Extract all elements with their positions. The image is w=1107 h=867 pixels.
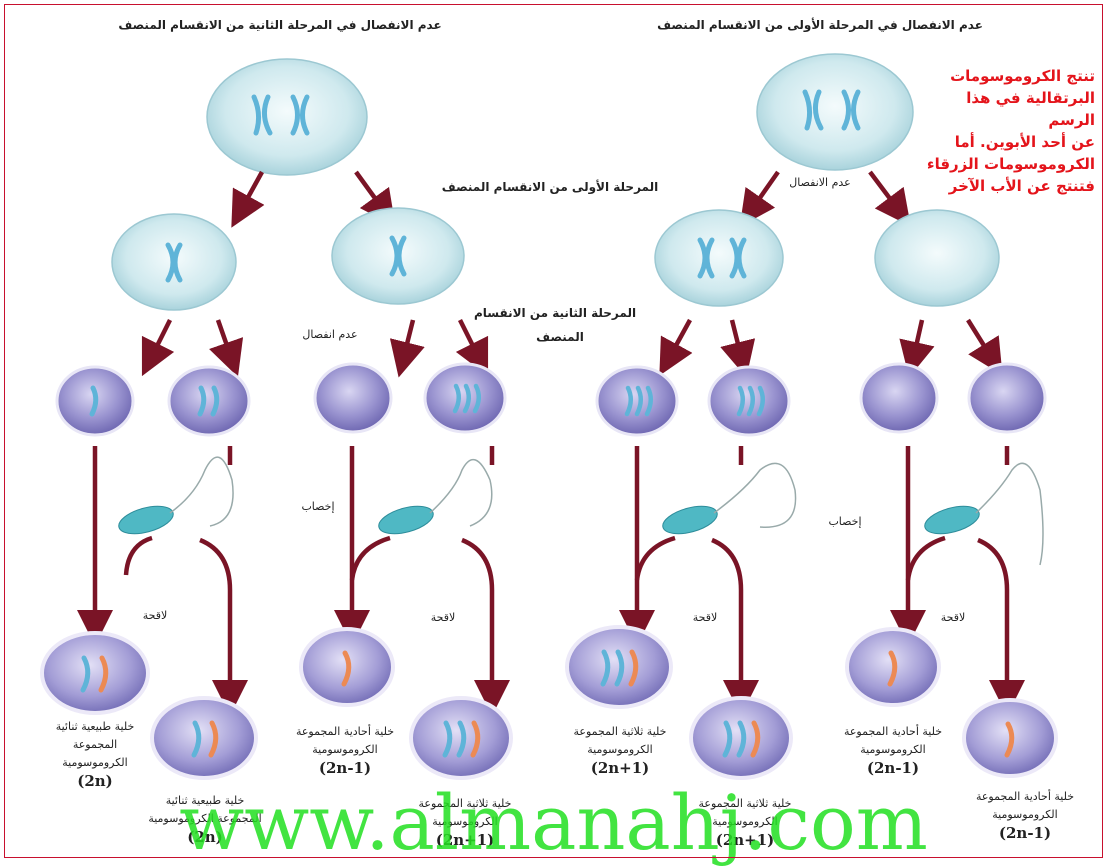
parent-cell-left — [206, 58, 368, 176]
nondisjunction-label: عدم الانفصال — [789, 176, 851, 189]
sperm-icon — [378, 458, 493, 535]
note-line: البرتقالية في هذا الرسم — [966, 89, 1095, 129]
cell-caption: خلية طبيعية ثنائية المجموعة الكروموسومية… — [30, 718, 160, 790]
chromosome-formula: (2n+1) — [590, 759, 650, 777]
fertilization-lines — [77, 446, 1025, 716]
fertilization-label: إخصاب — [828, 515, 862, 528]
chromosome-formula: (2n+1) — [435, 831, 495, 849]
fertilization-label: إخصاب — [301, 500, 335, 513]
parent-cell-right — [756, 53, 914, 171]
sperm-icon — [662, 462, 797, 535]
note-line: عن أحد الأبوين. أما — [954, 133, 1095, 151]
chromosome-blue-icon — [251, 94, 273, 136]
caption-line: الكروموسومية — [712, 815, 778, 828]
cell-caption: خلية أحادية المجموعة الكروموسومية (2n-1) — [818, 723, 968, 777]
cell-caption: خلية طبيعية ثنائية المجموعة الكروموسومية… — [135, 792, 275, 846]
header-right: عدم الانفصال في المرحلة الأولى من الانقس… — [657, 18, 983, 32]
secondary-cell — [111, 213, 237, 311]
caption-line: خلية أحادية المجموعة — [975, 790, 1075, 803]
zygote-label: لاقحة — [940, 611, 966, 624]
cell-caption: خلية أحادية المجموعة الكروموسومية (2n-1) — [270, 723, 420, 777]
stage-label-meiosis1: المرحلة الأولى من الانقسام المنصف — [441, 180, 659, 194]
caption-line: الكروموسومية — [432, 815, 498, 828]
caption-line: الكروموسومية — [992, 808, 1058, 821]
caption-line: خلية ثلاثية المجموعة — [573, 725, 667, 738]
stage-label-meiosis2-cont: المنصف — [536, 330, 584, 344]
caption-line: خلية أحادية المجموعة — [843, 725, 943, 738]
secondary-cell-empty — [874, 209, 1000, 307]
caption-line: المجموعة — [72, 738, 118, 751]
note-line: الكروموسومات الزرقاء — [926, 155, 1095, 173]
cell-caption: خلية أحادية المجموعة الكروموسومية (2n-1) — [950, 788, 1100, 842]
caption-line: خلية طبيعية ثنائية — [165, 794, 245, 807]
caption-line: خلية ثلاثية المجموعة — [418, 797, 512, 810]
cell-caption: خلية ثلاثية المجموعة الكروموسومية (2n+1) — [395, 795, 535, 849]
chromosome-formula: (2n+1) — [715, 831, 775, 849]
cell-caption: خلية ثلاثية المجموعة الكروموسومية (2n+1) — [670, 795, 820, 849]
zygote-label: لاقحة — [142, 609, 168, 622]
caption-line: الكروموسومية — [860, 743, 926, 756]
caption-line: الكروموسومية — [587, 743, 653, 756]
watermark: www.almanahj.com — [179, 778, 928, 867]
chromosome-formula: (2n-1) — [866, 759, 920, 777]
zygotes — [40, 625, 1058, 780]
chromosome-formula: (2n) — [187, 828, 223, 846]
caption-line: خلية أحادية المجموعة — [295, 725, 395, 738]
caption-line: الكروموسومية — [312, 743, 378, 756]
secondary-cell — [654, 209, 784, 307]
meiosis2-arrows — [141, 318, 1003, 378]
note-line: فتنتج عن الأب الآخر — [948, 177, 1095, 195]
chromosome-formula: (2n) — [77, 772, 113, 790]
chromosome-formula: (2n-1) — [998, 824, 1052, 842]
note-line: تنتج الكروموسومات — [950, 67, 1095, 85]
sperm-icon — [924, 462, 1044, 566]
chromosome-formula: (2n-1) — [318, 759, 372, 777]
cell-caption: خلية ثلاثية المجموعة الكروموسومية (2n+1) — [545, 723, 695, 777]
gametes — [55, 362, 1047, 437]
zygote-label: لاقحة — [430, 611, 456, 624]
sperm-icon — [118, 456, 234, 535]
zygote-label: لاقحة — [692, 611, 718, 624]
caption-line: المجموعة الكروموسومية — [148, 812, 262, 825]
color-legend-note: تنتج الكروموسومات البرتقالية في هذا الرس… — [915, 65, 1095, 197]
caption-line: الكروموسومية — [62, 756, 128, 769]
stage-label-meiosis2: المرحلة الثانية من الانقسام — [473, 306, 637, 320]
caption-line: خلية ثلاثية المجموعة — [698, 797, 792, 810]
meiosis1-arrows — [231, 170, 911, 228]
nondisjunction-label: عدم انفصال — [302, 328, 358, 341]
chromosome-blue-icon — [290, 94, 310, 136]
caption-line: خلية طبيعية ثنائية — [55, 720, 135, 733]
header-left: عدم الانفصال في المرحلة الثانية من الانق… — [118, 18, 442, 32]
secondary-cell — [331, 207, 465, 305]
